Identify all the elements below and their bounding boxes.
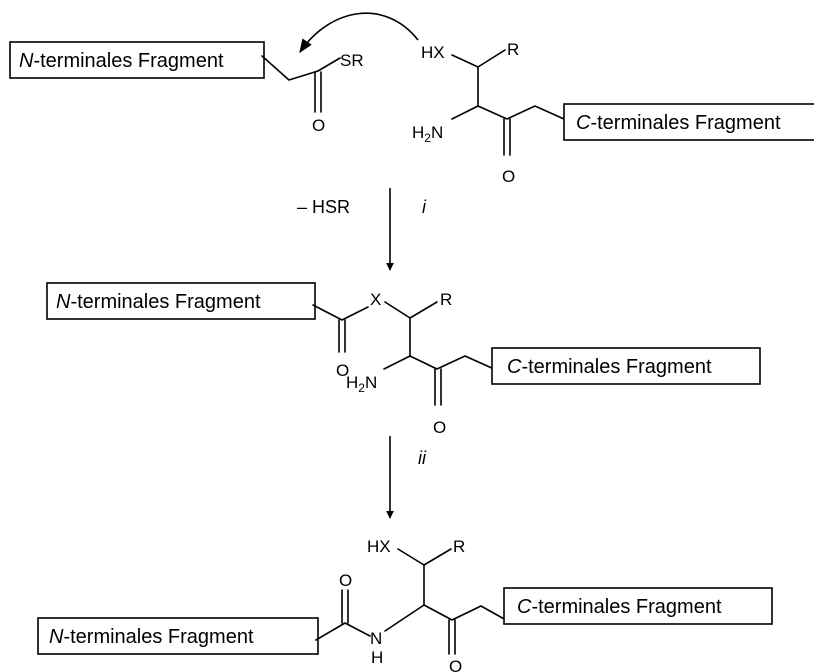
- carbonyl-oxygen-label: O: [502, 167, 515, 186]
- ester-bonds: [312, 304, 369, 321]
- amide-bonds: [315, 622, 371, 641]
- r-atom-label: R: [507, 40, 519, 59]
- c-terminal-fragment-label: C-terminales Fragment: [517, 596, 722, 618]
- x-atom-label: X: [370, 290, 381, 309]
- carbonyl-oxygen-label: O: [449, 657, 462, 672]
- hx-atom-label: HX: [367, 537, 391, 556]
- step-2-label: ii: [418, 448, 427, 468]
- alpha-carbon-bonds: [451, 105, 565, 120]
- thioester-intermediate: N-terminales Fragment O X R H2N O C-term…: [46, 282, 761, 437]
- side-chain-bonds: [451, 49, 506, 68]
- thioester-reactant: N-terminales Fragment SR O: [9, 41, 364, 135]
- thioester-bonds: [261, 55, 341, 81]
- c-terminal-fragment-label: C-terminales Fragment: [576, 112, 781, 134]
- n-terminal-fragment-label: N-terminales Fragment: [56, 291, 261, 313]
- side-chain-bonds: [397, 548, 452, 566]
- alpha-carbon-bonds: [384, 604, 507, 632]
- cysteine-reactant: HX R H2N O C-terminales Fragment: [412, 40, 814, 186]
- r-atom-label: R: [453, 537, 465, 556]
- n-terminal-fragment-label: N-terminales Fragment: [19, 50, 224, 72]
- amide-hydrogen-label: H: [371, 648, 383, 667]
- nucleophilic-attack-curved-arrow: [299, 12, 419, 54]
- c-terminal-fragment-box: [563, 103, 814, 141]
- h2n-amine-label: H2N: [412, 123, 443, 145]
- amide-oxygen-label: O: [339, 571, 352, 590]
- amide-nitrogen-label: N: [370, 629, 382, 648]
- amide-product: HX R N-terminales Fragment O N H O C-ter…: [37, 537, 773, 672]
- n-terminal-fragment-box: [37, 617, 319, 655]
- n-terminal-fragment-box: [46, 282, 316, 320]
- x-side-chain-bonds: [384, 301, 438, 319]
- n-terminal-fragment-label: N-terminales Fragment: [49, 626, 254, 648]
- ester-oxygen-label: O: [336, 361, 349, 380]
- h2n-amine-label: H2N: [346, 373, 377, 395]
- n-terminal-fragment-box: [9, 41, 265, 79]
- alpha-carbon-bonds: [383, 355, 495, 370]
- step-1-label: i: [422, 197, 427, 217]
- r-atom-label: R: [440, 290, 452, 309]
- c-terminal-fragment-box: [491, 347, 761, 385]
- c-terminal-fragment-label: C-terminales Fragment: [507, 356, 712, 378]
- c-terminal-fragment-box: [503, 587, 773, 625]
- carbonyl-oxygen-label: O: [433, 418, 446, 437]
- thioester-oxygen-label: O: [312, 116, 325, 135]
- step-1-reagent: – HSR: [297, 197, 350, 217]
- sr-atom-label: SR: [340, 51, 364, 70]
- hx-atom-label: HX: [421, 43, 445, 62]
